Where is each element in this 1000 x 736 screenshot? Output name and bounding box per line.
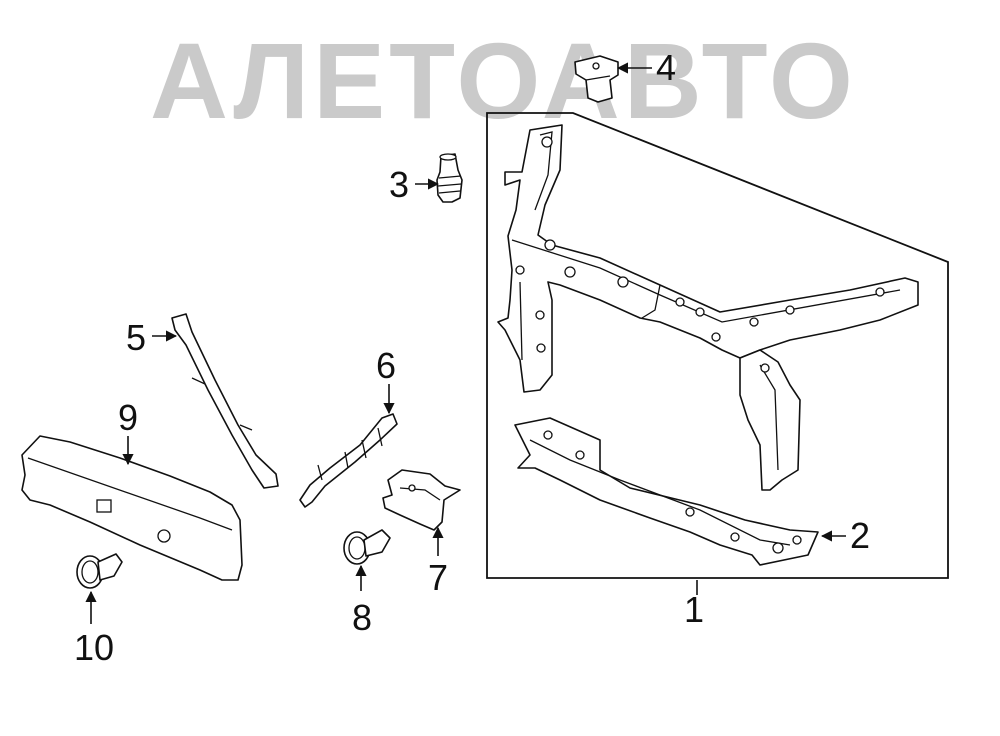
part-7-bracket: [382, 469, 461, 531]
callout-8: 8: [352, 597, 372, 638]
part-5-strip: [171, 313, 279, 489]
svg-text:АЛЕТОАВТО: АЛЕТОАВТО: [150, 20, 857, 141]
callout-labels: 1 2 3 4 5 6 7 8 9 10: [74, 47, 870, 668]
callout-5: 5: [126, 317, 146, 358]
callout-4: 4: [656, 47, 676, 88]
callout-7: 7: [428, 557, 448, 598]
part-3-bolt: [436, 153, 463, 203]
part-6-rail: [299, 413, 398, 508]
part-8-clip: [343, 529, 391, 565]
callout-3: 3: [389, 164, 409, 205]
part-9-panel: [21, 435, 243, 581]
watermark-logo: АЛЕТОАВТО: [150, 20, 857, 141]
leader-lines: [85, 62, 846, 624]
callout-1: 1: [684, 589, 704, 630]
callout-6: 6: [376, 345, 396, 386]
callout-9: 9: [118, 397, 138, 438]
part-2-lower-tie-bar: [514, 417, 819, 566]
part-4-bracket: [574, 55, 619, 103]
callout-10: 10: [74, 627, 114, 668]
part-1-upper-support: [497, 124, 919, 491]
part-10-clip: [76, 553, 123, 589]
callout-2: 2: [850, 515, 870, 556]
assembly-outline: [486, 112, 949, 579]
